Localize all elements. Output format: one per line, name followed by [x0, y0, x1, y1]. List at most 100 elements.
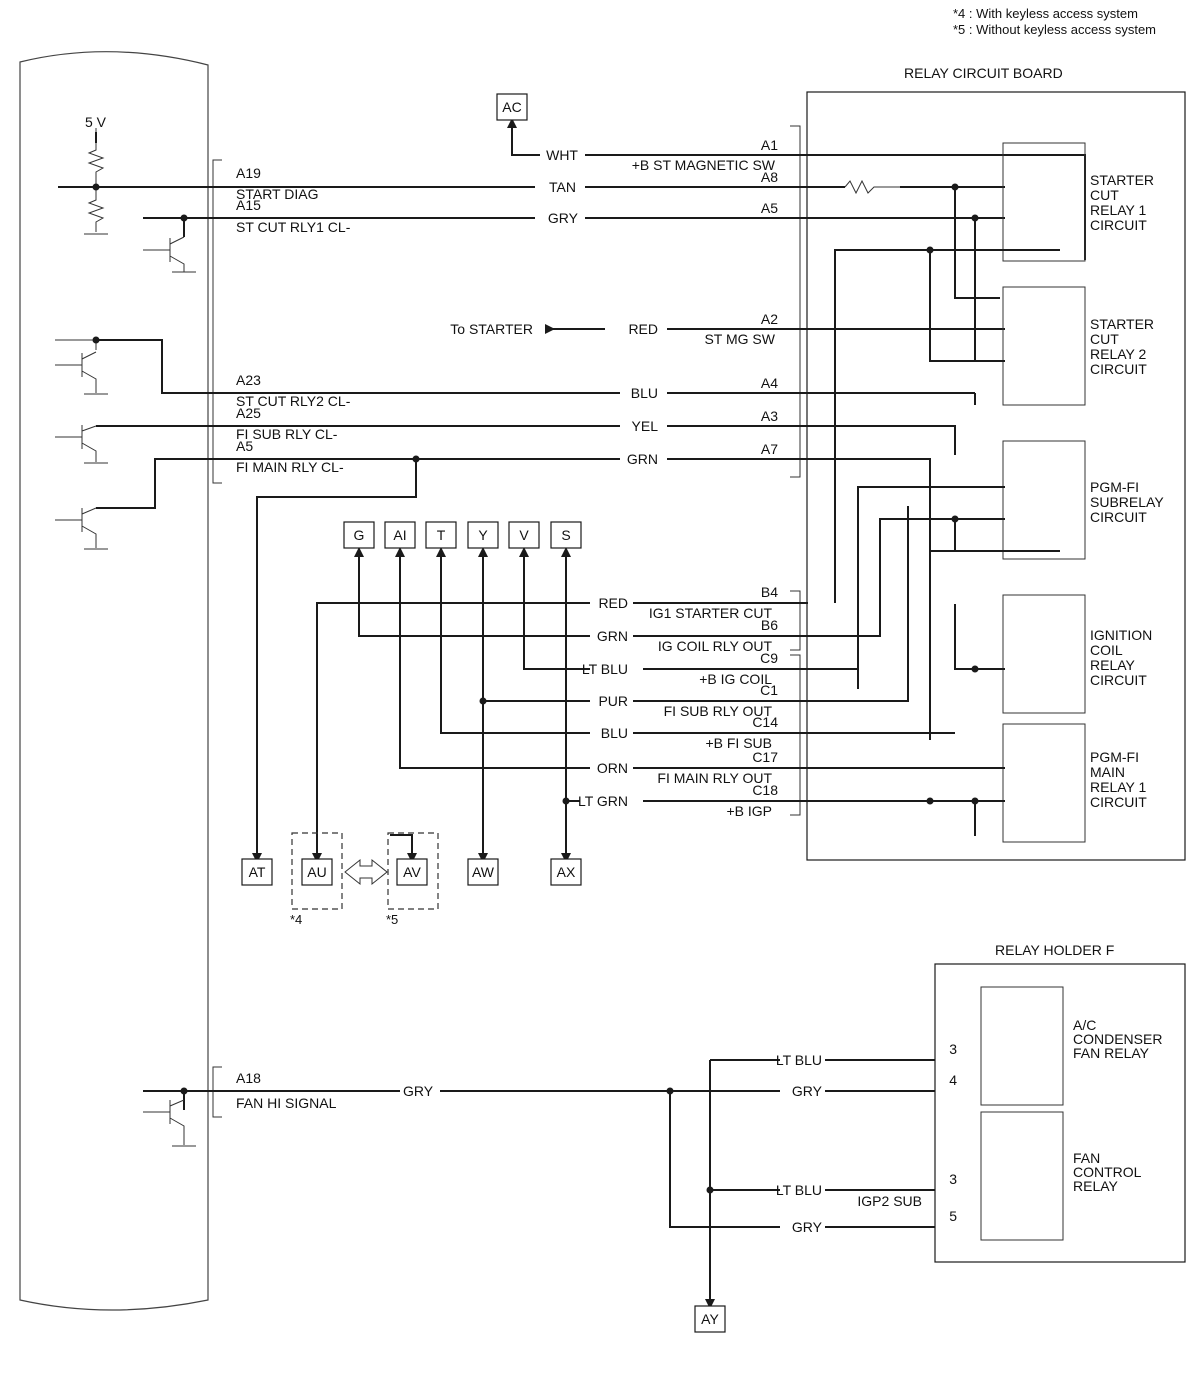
wire-upper-name-0: +B ST MAGNETIC SW	[632, 157, 776, 173]
relay-1-label-0: STARTER	[1090, 316, 1154, 332]
connector-t-label: T	[437, 527, 446, 543]
wire-lower-pin-5: C17	[752, 749, 778, 765]
relay-holder-title: RELAY HOLDER F	[995, 942, 1114, 958]
wire-upper-color-4: BLU	[631, 385, 658, 401]
connector-v-box	[508, 521, 540, 549]
ecm-pin-name-1: ST CUT RLY1 CL-	[236, 219, 351, 235]
ecm-pin-0: A19	[236, 165, 261, 181]
wire-lower-name-6: +B IGP	[726, 803, 772, 819]
relay-2-label-2: CIRCUIT	[1090, 509, 1147, 525]
relay-0-label-0: STARTER	[1090, 172, 1154, 188]
connector-s-box	[550, 521, 582, 549]
wire-lower-name-3: FI SUB RLY OUT	[664, 703, 773, 719]
fc-line-color-0: LT BLU	[776, 1182, 822, 1198]
wire-lower-pin-6: C18	[752, 782, 778, 798]
wire-lower-name-0: IG1 STARTER CUT	[649, 605, 773, 621]
fc-relay-label-0: FAN	[1073, 1150, 1100, 1166]
relay-2-label-1: SUBRELAY	[1090, 494, 1164, 510]
relay-4-label-1: MAIN	[1090, 764, 1125, 780]
connector-g-box	[343, 521, 375, 549]
ecm-pin-name-2: ST CUT RLY2 CL-	[236, 393, 351, 409]
wire-lower-name-4: +B FI SUB	[705, 735, 772, 751]
relay-0-label-1: CUT	[1090, 187, 1119, 203]
wire-lower-color-0: RED	[598, 595, 628, 611]
wire-lower-pin-0: B4	[761, 584, 778, 600]
wire-lower-pin-3: C1	[760, 682, 778, 698]
wire-lower-name-2: +B IG COIL	[699, 671, 772, 687]
ac-line-color-1: GRY	[792, 1083, 823, 1099]
ecm-pin-4: A5	[236, 438, 253, 454]
connector-ax-label: AX	[557, 864, 576, 880]
wire-lower-color-1: GRN	[597, 628, 628, 644]
connector-at-label: AT	[249, 864, 266, 880]
wire-upper-color-3: RED	[628, 321, 658, 337]
connector-ai-box	[384, 521, 416, 549]
connector-av-label: AV	[403, 864, 421, 880]
relay-4-label-0: PGM-FI	[1090, 749, 1139, 765]
note-mark-5: *5	[386, 912, 398, 927]
to-starter-label: To STARTER	[450, 321, 533, 337]
wire-lower-color-4: BLU	[601, 725, 628, 741]
connector-ac-label: AC	[502, 99, 521, 115]
wire-lower-name-5: FI MAIN RLY OUT	[657, 770, 772, 786]
wire-lower-color-2: LT BLU	[582, 661, 628, 677]
rcb-title: RELAY CIRCUIT BOARD	[904, 65, 1063, 81]
wire-upper-pin-2: A5	[761, 200, 778, 216]
connector-ac-box	[496, 93, 528, 121]
wire-upper-pin-6: A7	[761, 441, 778, 457]
relay-3-label-3: CIRCUIT	[1090, 672, 1147, 688]
relay-1-label-1: CUT	[1090, 331, 1119, 347]
connector-y-box	[467, 521, 499, 549]
wire-lower-name-1: IG COIL RLY OUT	[658, 638, 773, 654]
relay-3-label-1: COIL	[1090, 642, 1123, 658]
wire-upper-color-0: WHT	[546, 147, 578, 163]
connector-ay-box	[694, 1305, 726, 1333]
wire-lower-color-3: PUR	[598, 693, 628, 709]
no-keyless-option-box	[387, 832, 439, 910]
relay-2-label-0: PGM-FI	[1090, 479, 1139, 495]
ac-line-pin-0: 3	[949, 1041, 957, 1057]
connector-y-label: Y	[478, 527, 488, 543]
relay-1-label-3: CIRCUIT	[1090, 361, 1147, 377]
wire-upper-color-5: YEL	[632, 418, 659, 434]
ac-line-color-0: LT BLU	[776, 1052, 822, 1068]
ecm-pin-2: A23	[236, 372, 261, 388]
ac-relay-label-0: A/C	[1073, 1017, 1096, 1033]
ecm-pin-3: A25	[236, 405, 261, 421]
connector-g-label: G	[354, 527, 365, 543]
connector-at-box	[241, 858, 273, 886]
connector-aw-label: AW	[472, 864, 495, 880]
note-5: *5 : Without keyless access system	[953, 22, 1156, 37]
ac-relay-label-1: CONDENSER	[1073, 1031, 1162, 1047]
relay-3-label-2: RELAY	[1090, 657, 1136, 673]
ecm-pin-name-0: START DIAG	[236, 186, 318, 202]
alternative-arrow	[344, 858, 388, 886]
relay-1-label-2: RELAY 2	[1090, 346, 1147, 362]
wire-upper-color-2: GRY	[548, 210, 579, 226]
wire-upper-name-3: ST MG SW	[704, 331, 775, 347]
note-4: *4 : With keyless access system	[953, 6, 1138, 21]
note-mark-4: *4	[290, 912, 302, 927]
relay-4-label-3: CIRCUIT	[1090, 794, 1147, 810]
connector-v-label: V	[519, 527, 529, 543]
supply-5v-label: 5 V	[85, 114, 107, 130]
fan-ecm-wire-color: GRY	[403, 1083, 434, 1099]
wire-lower-pin-2: C9	[760, 650, 778, 666]
ecm-pin-5: A18	[236, 1070, 261, 1086]
connector-ai-label: AI	[393, 527, 406, 543]
connector-aw-box	[467, 858, 499, 886]
fc-relay-label-2: RELAY	[1073, 1178, 1119, 1194]
connector-av-box	[396, 858, 428, 886]
connector-t-box	[425, 521, 457, 549]
ac-line-pin-1: 4	[949, 1072, 957, 1088]
fc-line-color-1: GRY	[792, 1219, 823, 1235]
relay-0-label-3: CIRCUIT	[1090, 217, 1147, 233]
ecm-pin-name-3: FI SUB RLY CL-	[236, 426, 338, 442]
ecm-body	[19, 51, 209, 1311]
wire-upper-pin-0: A1	[761, 137, 778, 153]
wire-upper-pin-1: A8	[761, 169, 778, 185]
fc-line-name-0: IGP2 SUB	[857, 1193, 922, 1209]
wire-lower-color-5: ORN	[597, 760, 628, 776]
wire-upper-pin-3: A2	[761, 311, 778, 327]
